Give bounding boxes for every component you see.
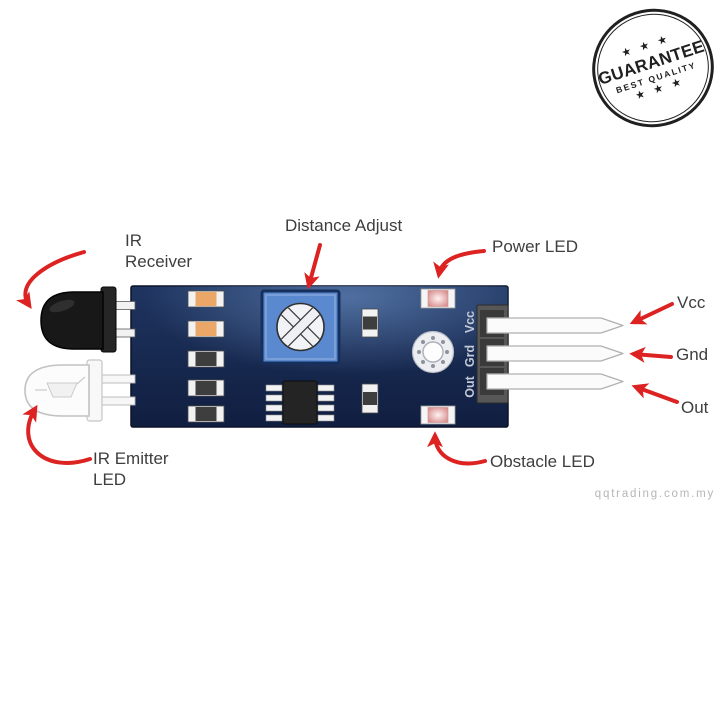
silk-label-vcc: Vcc	[463, 311, 477, 333]
arrow-vcc	[629, 302, 674, 325]
arrow-obstacle-led	[427, 431, 487, 466]
silk-label-out: Out	[463, 375, 477, 397]
smd-resistor-column	[187, 290, 225, 423]
header-pin-gnd	[486, 345, 624, 362]
header-pin-vcc	[486, 317, 624, 334]
label-distance-adjust: Distance Adjust	[285, 216, 403, 235]
arrow-distance-adjust	[304, 243, 322, 290]
smd-resistor	[187, 320, 225, 338]
smd-resistor	[187, 405, 225, 423]
label-out: Out	[681, 398, 709, 417]
arrow-out	[631, 383, 679, 404]
smd-resistor	[187, 290, 225, 308]
label-obstacle-led: Obstacle LED	[490, 452, 595, 471]
potentiometer	[260, 289, 341, 365]
header-pin-out	[486, 373, 624, 390]
label-power-led: Power LED	[492, 237, 578, 256]
smd-resistor	[187, 379, 225, 397]
annotation-arrows	[16, 243, 679, 466]
watermark: qqtrading.com.my	[594, 488, 715, 500]
smd-resistor	[187, 350, 225, 368]
arrow-gnd	[629, 346, 673, 363]
label-ir-receiver: IR Receiver	[125, 231, 193, 271]
smd-capacitor	[361, 308, 379, 338]
arrow-ir-receiver	[16, 250, 86, 309]
pin-header	[476, 304, 624, 404]
smd-capacitor	[361, 383, 379, 414]
label-ir-emitter: IR Emitter LED	[93, 449, 169, 489]
arrow-power-led	[433, 249, 486, 279]
label-gnd: Gnd	[676, 345, 709, 364]
silk-label-gnd: Grd	[463, 345, 477, 367]
arrow-ir-emitter	[22, 404, 92, 465]
ic-chip	[265, 380, 335, 425]
mounting-hole	[411, 330, 455, 374]
guarantee-badge: ★ ★ ★ GUARANTEE BEST QUALITY ★ ★ ★	[576, 0, 720, 143]
obstacle-led-component	[420, 405, 456, 425]
ir-emitter-led	[24, 359, 136, 422]
ir-receiver-led	[40, 286, 136, 353]
power-led-component	[420, 288, 456, 309]
label-vcc: Vcc	[677, 293, 706, 312]
